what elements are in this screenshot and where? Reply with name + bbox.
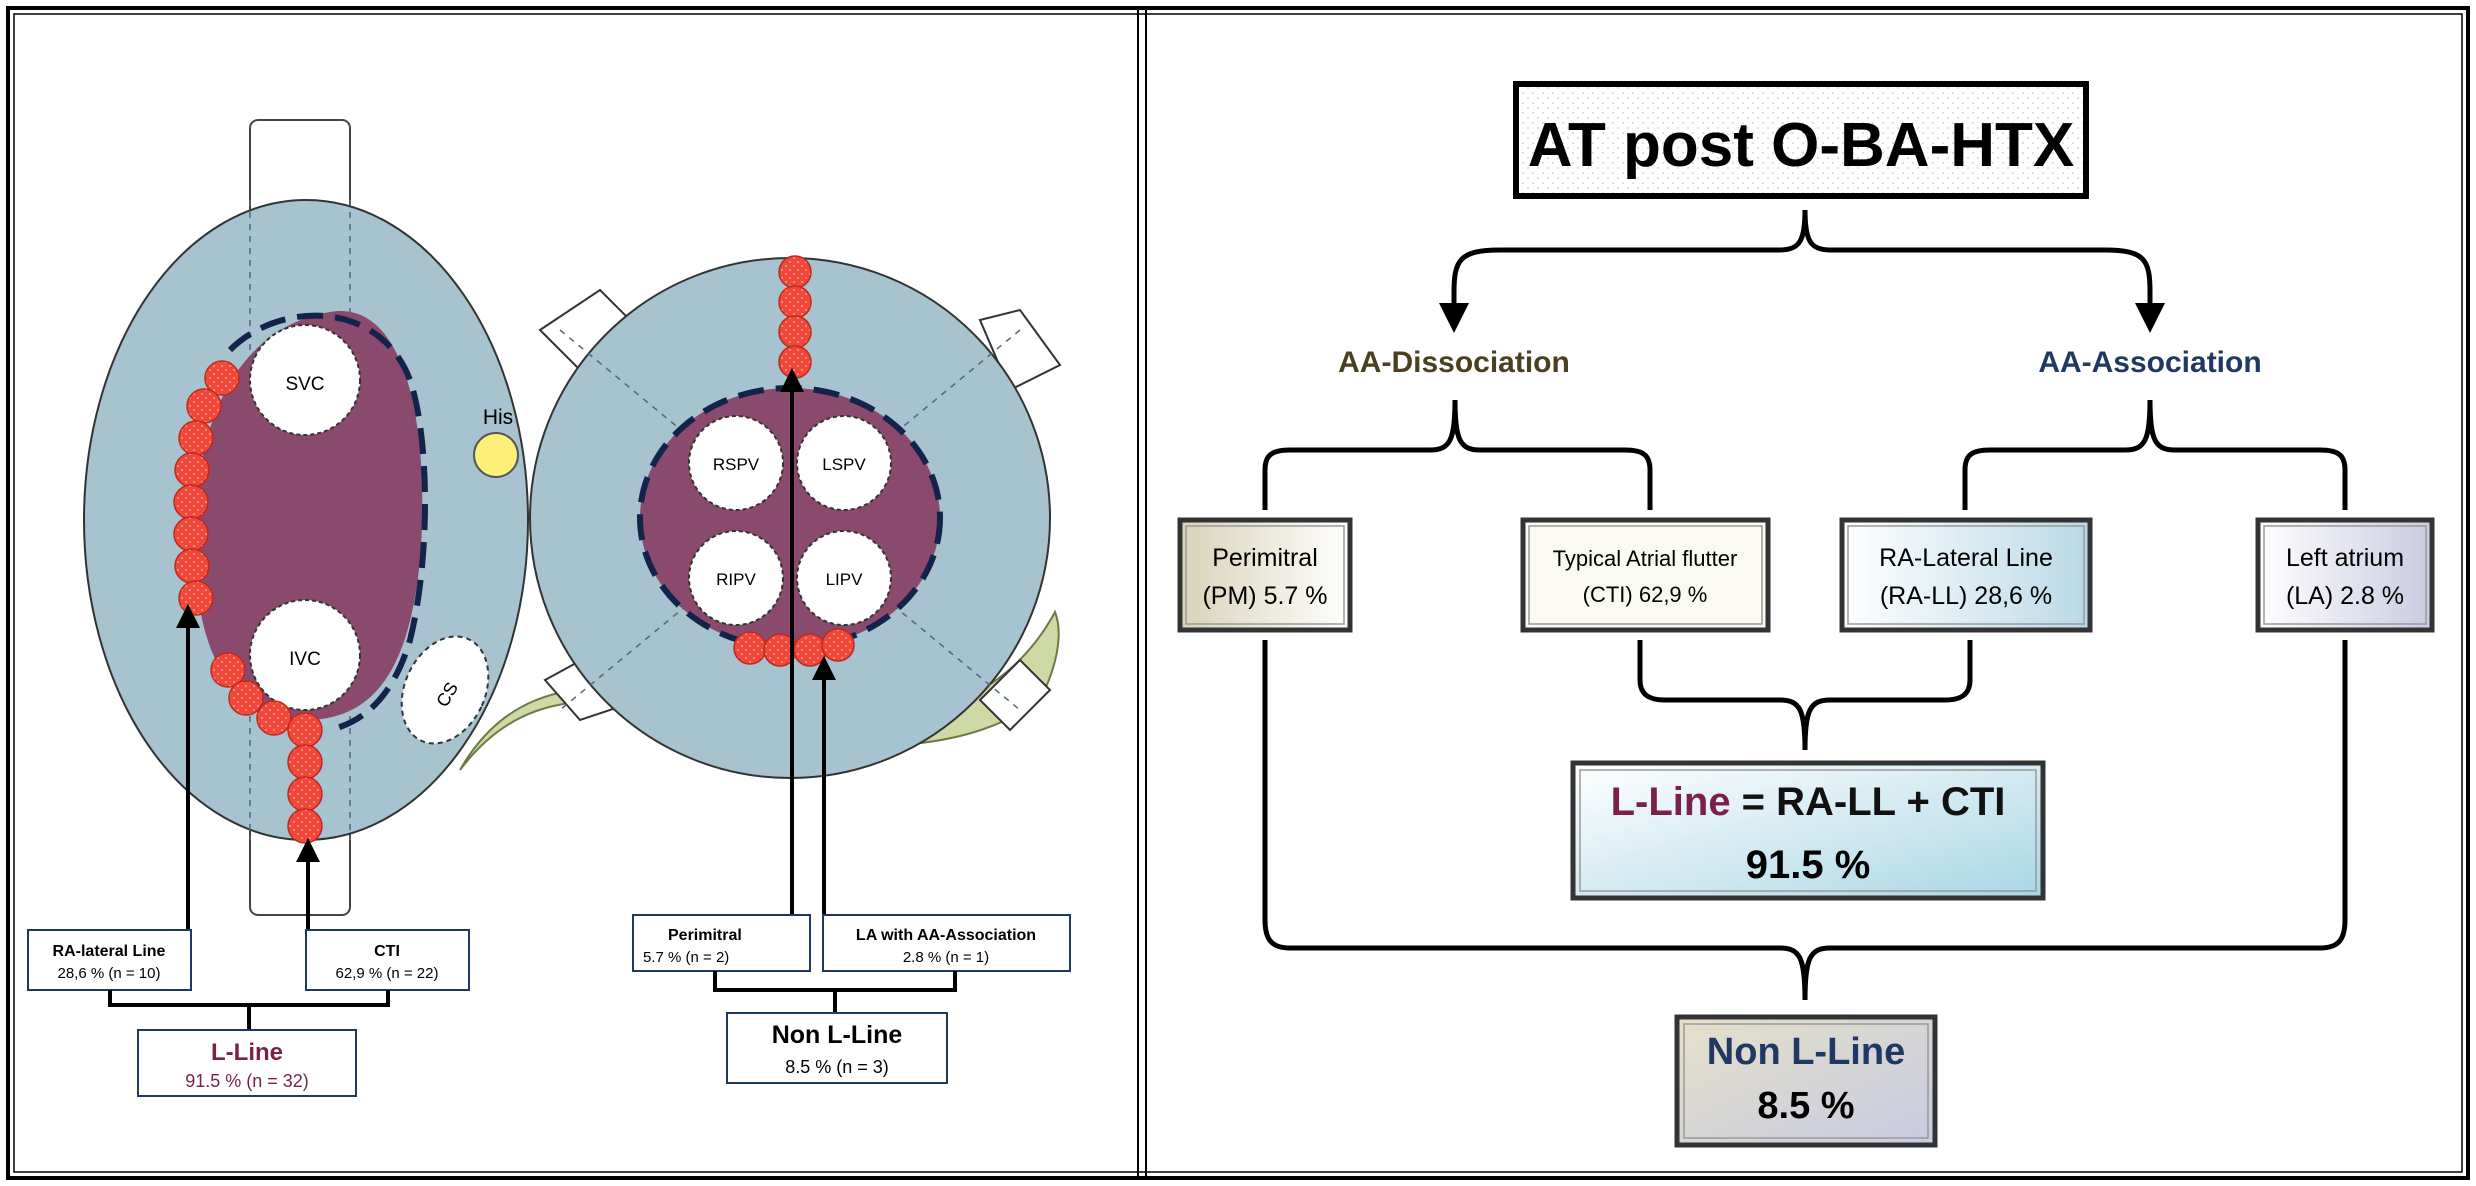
non-lline-summary-box <box>1674 1014 1938 1148</box>
ra-scar-region <box>194 311 423 720</box>
box-la-association-title: LA with AA-Association <box>856 927 1036 944</box>
box-typical-flutter-inner <box>1528 525 1763 625</box>
box-ra-lateral <box>27 929 192 991</box>
box-perimitral-title: Perimitral <box>668 927 742 944</box>
brace-lline <box>1637 640 1973 751</box>
lspv-label: LSPV <box>822 455 866 474</box>
box-ra-lateral-line1: RA-Lateral Line <box>1879 544 2053 572</box>
box-typical-line2: (CTI) 62,9 % <box>1583 582 1708 607</box>
non-lline-value: 8.5 % <box>1757 1085 1854 1127</box>
box-cti-title: CTI <box>374 943 400 960</box>
title-box <box>1513 81 2089 199</box>
box-perimitral <box>632 914 811 972</box>
svc-circle <box>249 324 361 436</box>
la-roof-ablation-line <box>778 255 812 379</box>
rspv-label: RSPV <box>713 455 760 474</box>
brace-association <box>1962 399 2348 510</box>
svc-label: SVC <box>285 374 324 395</box>
box-ra-lateral-line <box>1839 517 2093 633</box>
brace-top <box>1451 209 2153 293</box>
box-cti <box>305 929 470 991</box>
non-lline-label: Non L-Line <box>1707 1031 1905 1073</box>
box-lline-title: L-Line <box>211 1039 283 1066</box>
box-typical-flutter <box>1520 517 1771 633</box>
box-left-atrium-inner <box>2263 525 2427 625</box>
box-perimitral-pm-inner <box>1185 525 1345 625</box>
lline-formula-expression: = RA-LL + CTI <box>1731 780 2006 824</box>
outer-frame <box>6 6 2470 1180</box>
non-lline-summary-box-inner <box>1683 1023 1929 1139</box>
box-typical-line1: Typical Atrial flutter <box>1553 546 1738 571</box>
lline-summary-box <box>1570 760 2046 901</box>
box-non-lline-value: 8.5 % (n = 3) <box>785 1057 889 1077</box>
lline-summary-box-inner <box>1579 769 2037 892</box>
ra-scar-border <box>227 312 428 733</box>
box-la-association-value: 2.8 % (n = 1) <box>903 949 989 966</box>
inner-frame <box>13 13 2463 1173</box>
bracket-lline <box>108 990 390 1007</box>
box-la-association <box>822 914 1071 972</box>
brace-non-lline <box>1262 640 2348 1001</box>
cs-ostium <box>400 635 490 745</box>
label-aa-dissociation: AA-Dissociation <box>1338 346 1570 379</box>
la-diagonal-2 <box>559 329 1021 711</box>
lline-formula: L-Line = RA-LL + CTI <box>1611 780 2006 824</box>
la-diagonal-1 <box>559 329 1021 711</box>
ivc-label: IVC <box>289 649 321 670</box>
ivc-circle <box>249 599 361 711</box>
ripv-label: RIPV <box>716 570 756 589</box>
box-left-atrium <box>2255 517 2435 633</box>
lipv-label: LIPV <box>826 570 864 589</box>
his-bundle <box>473 432 519 478</box>
ripv-circle <box>688 530 784 626</box>
lipv-circle <box>796 530 892 626</box>
lline-value: 91.5 % <box>1746 843 1871 887</box>
box-cti-value: 62,9 % (n = 22) <box>336 965 439 982</box>
box-ra-lateral-value: 28,6 % (n = 10) <box>58 965 161 982</box>
box-perimitral-line1: Perimitral <box>1212 544 1318 572</box>
box-left-atrium-line2: (LA) 2.8 % <box>2286 582 2404 610</box>
label-aa-association: AA-Association <box>2038 346 2261 379</box>
lspv-circle <box>796 415 892 511</box>
ra-lateral-ablation-line <box>173 360 240 616</box>
lline-formula-label: L-Line <box>1611 780 1731 824</box>
la-tab-bottom-right <box>978 658 1052 732</box>
rspv-circle <box>688 415 784 511</box>
bracket-non-lline <box>713 971 957 992</box>
box-perimitral-value: 5.7 % (n = 2) <box>643 949 729 966</box>
box-non-lline <box>726 1012 948 1084</box>
box-perimitral-pm <box>1177 517 1353 633</box>
flowchart-title: AT post O-BA-HTX <box>1528 111 2074 180</box>
right-flowchart-panel: AT post O-BA-HTX AA-Dissociation AA-Asso… <box>1177 81 2435 1148</box>
box-lline-value: 91.5 % (n = 32) <box>185 1071 309 1091</box>
box-lline <box>137 1029 357 1097</box>
box-non-lline-title: Non L-Line <box>772 1021 903 1049</box>
his-label: His <box>483 406 513 429</box>
la-mitral-ablation-line <box>733 628 855 667</box>
box-ra-lateral-line-inner <box>1847 525 2085 625</box>
left-anatomy-panel: SVC IVC CS His <box>27 119 1071 1097</box>
box-perimitral-line2: (PM) 5.7 % <box>1202 582 1327 610</box>
brace-dissociation <box>1262 399 1653 510</box>
box-ra-lateral-line2: (RA-LL) 28,6 % <box>1880 582 2052 610</box>
box-left-atrium-line1: Left atrium <box>2286 544 2404 572</box>
cti-ablation-line <box>210 652 323 844</box>
box-ra-lateral-title: RA-lateral Line <box>53 943 166 960</box>
